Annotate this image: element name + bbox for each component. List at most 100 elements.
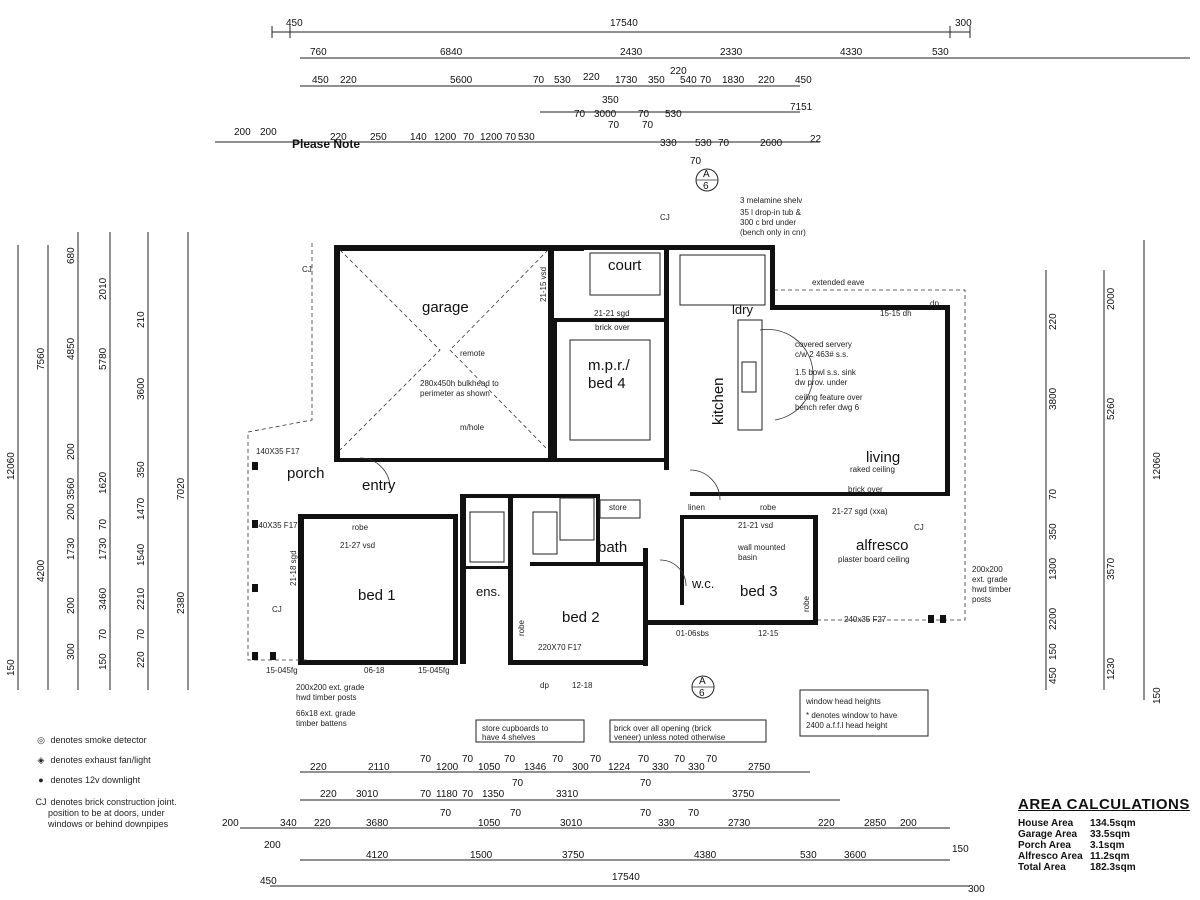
dim-text: 70 bbox=[505, 132, 517, 143]
dim-text: 1350 bbox=[482, 789, 505, 800]
dim-text: 450 bbox=[795, 75, 812, 86]
legend-text: denotes smoke detector bbox=[50, 735, 147, 745]
note: 06-18 bbox=[364, 666, 385, 675]
dim-text: 220 bbox=[320, 789, 337, 800]
dim-text: 1200 bbox=[436, 762, 459, 773]
note: CJ bbox=[660, 213, 670, 222]
section-sheet: 6 bbox=[703, 181, 709, 192]
note: 280x450h bulkhead to bbox=[420, 379, 499, 388]
dim-text: 70 bbox=[463, 132, 475, 143]
dim-text: 70 bbox=[642, 120, 654, 131]
eave-lines bbox=[247, 243, 966, 661]
room-bed2: bed 2 bbox=[562, 609, 600, 626]
dim-text: 1540 bbox=[136, 543, 147, 566]
dim-text: 2000 bbox=[1106, 287, 1117, 310]
section-letter: A bbox=[699, 676, 706, 687]
legend-item-cj: CJ denotes brick construction joint. bbox=[34, 797, 177, 807]
dim-text: 70 bbox=[512, 778, 524, 789]
dim-text: 6840 bbox=[440, 47, 463, 58]
note: 200x200 bbox=[972, 565, 1003, 574]
dim-text: 200 bbox=[222, 818, 239, 829]
dim-text: 70 bbox=[462, 789, 474, 800]
note: perimeter as shown bbox=[420, 389, 490, 398]
dim-text: 4380 bbox=[694, 850, 717, 861]
dim-text: 450 bbox=[1048, 667, 1059, 684]
dim-text: 3310 bbox=[556, 789, 579, 800]
note: extended eave bbox=[812, 278, 865, 287]
shelves-box bbox=[475, 719, 585, 743]
dim-text: 210 bbox=[136, 311, 147, 328]
room-porch: porch bbox=[287, 465, 325, 482]
area-row: House Area 134.5sqm bbox=[1018, 818, 1136, 829]
legend-item-smoke: ◎ denotes smoke detector bbox=[34, 735, 147, 746]
room-bed1: bed 1 bbox=[358, 587, 396, 604]
dim-text: 350 bbox=[648, 75, 665, 86]
dim-text: 140 bbox=[410, 132, 427, 143]
note: bench refer dwg 6 bbox=[795, 403, 860, 412]
dim-text: 70 bbox=[574, 109, 586, 120]
note: * denotes window to have bbox=[806, 711, 898, 720]
room-alfresco: alfresco bbox=[856, 537, 909, 554]
dim-text: 1830 bbox=[722, 75, 745, 86]
note: dw prov. under bbox=[795, 378, 848, 387]
room-wc: w.c. bbox=[691, 576, 714, 591]
exhaust-fan-icon: ◈ bbox=[37, 755, 45, 765]
note: 21-27 sgd (xxa) bbox=[832, 507, 888, 516]
plan-notes: 3 melamine shelv 35 l drop-in tub & 300 … bbox=[254, 196, 1011, 742]
dim-text: 1180 bbox=[436, 789, 458, 800]
fixtures bbox=[252, 252, 946, 743]
dim-text: 330 bbox=[658, 818, 675, 829]
sink bbox=[741, 361, 757, 393]
area-value: 33.5sqm bbox=[1090, 829, 1131, 840]
note: 15-045fg bbox=[418, 666, 450, 675]
dim-text: 12060 bbox=[1152, 452, 1163, 480]
dim-text: 330 bbox=[688, 762, 705, 773]
dim-text: 2110 bbox=[368, 762, 390, 773]
area-value: 134.5sqm bbox=[1090, 818, 1136, 829]
laundry-tub bbox=[679, 254, 766, 306]
legend-text: denotes exhaust fan/light bbox=[50, 755, 151, 765]
partial-note: Please Note bbox=[292, 137, 360, 151]
note: veneer) unless noted otherwise bbox=[614, 733, 726, 742]
area-value: 11.2sqm bbox=[1090, 851, 1130, 862]
legend-item-cj-cont: windows or behind downpipes bbox=[48, 819, 168, 829]
area-row: Garage Area 33.5sqm bbox=[1018, 829, 1136, 840]
dim-text: 450 bbox=[312, 75, 329, 86]
area-label: House Area bbox=[1018, 818, 1074, 829]
note: 3 melamine shelv bbox=[740, 196, 802, 205]
note: CJ bbox=[272, 605, 282, 614]
dim-text: 2600 bbox=[760, 138, 783, 149]
dim-text: 3600 bbox=[844, 850, 867, 861]
dim-text: 530 bbox=[554, 75, 571, 86]
dim-text: 200 bbox=[66, 597, 77, 614]
dim-text: 1200 bbox=[480, 132, 503, 143]
note: brick over bbox=[848, 485, 883, 494]
dim-text: 150 bbox=[1048, 643, 1059, 660]
note: ceiling feature over bbox=[795, 393, 863, 402]
shower bbox=[469, 511, 505, 563]
dim-text: 200 bbox=[234, 127, 251, 138]
dim-text: 450 bbox=[286, 18, 303, 29]
note: 21-21 vsd bbox=[738, 521, 773, 530]
dim-text: 5780 bbox=[98, 347, 109, 370]
note: 200x200 ext. grade bbox=[296, 683, 365, 692]
room-robe: robe bbox=[802, 595, 811, 612]
dim-text: 350 bbox=[136, 461, 147, 478]
note: 21-21 sgd bbox=[594, 309, 630, 318]
dim-text: 3800 bbox=[1048, 387, 1059, 410]
dim-text: 220 bbox=[1048, 313, 1059, 330]
dim-text: 150 bbox=[1152, 687, 1163, 704]
dim-text: 22 bbox=[810, 134, 822, 145]
dim-text: 2750 bbox=[748, 762, 771, 773]
dim-text: 7151 bbox=[790, 102, 813, 113]
area-value: 3.1sqm bbox=[1090, 840, 1125, 851]
area-label: Garage Area bbox=[1018, 829, 1078, 840]
left-dimension-strings: 12060 7560 4200 150 680 4850 200 3560 20… bbox=[6, 232, 189, 690]
dim-text: 680 bbox=[66, 247, 77, 264]
note: 140X35 F17 bbox=[256, 447, 300, 456]
dim-text: 200 bbox=[900, 818, 917, 829]
dim-text: 220 bbox=[330, 132, 347, 143]
area-label: Total Area bbox=[1018, 862, 1066, 873]
dim-text: 150 bbox=[6, 659, 17, 676]
